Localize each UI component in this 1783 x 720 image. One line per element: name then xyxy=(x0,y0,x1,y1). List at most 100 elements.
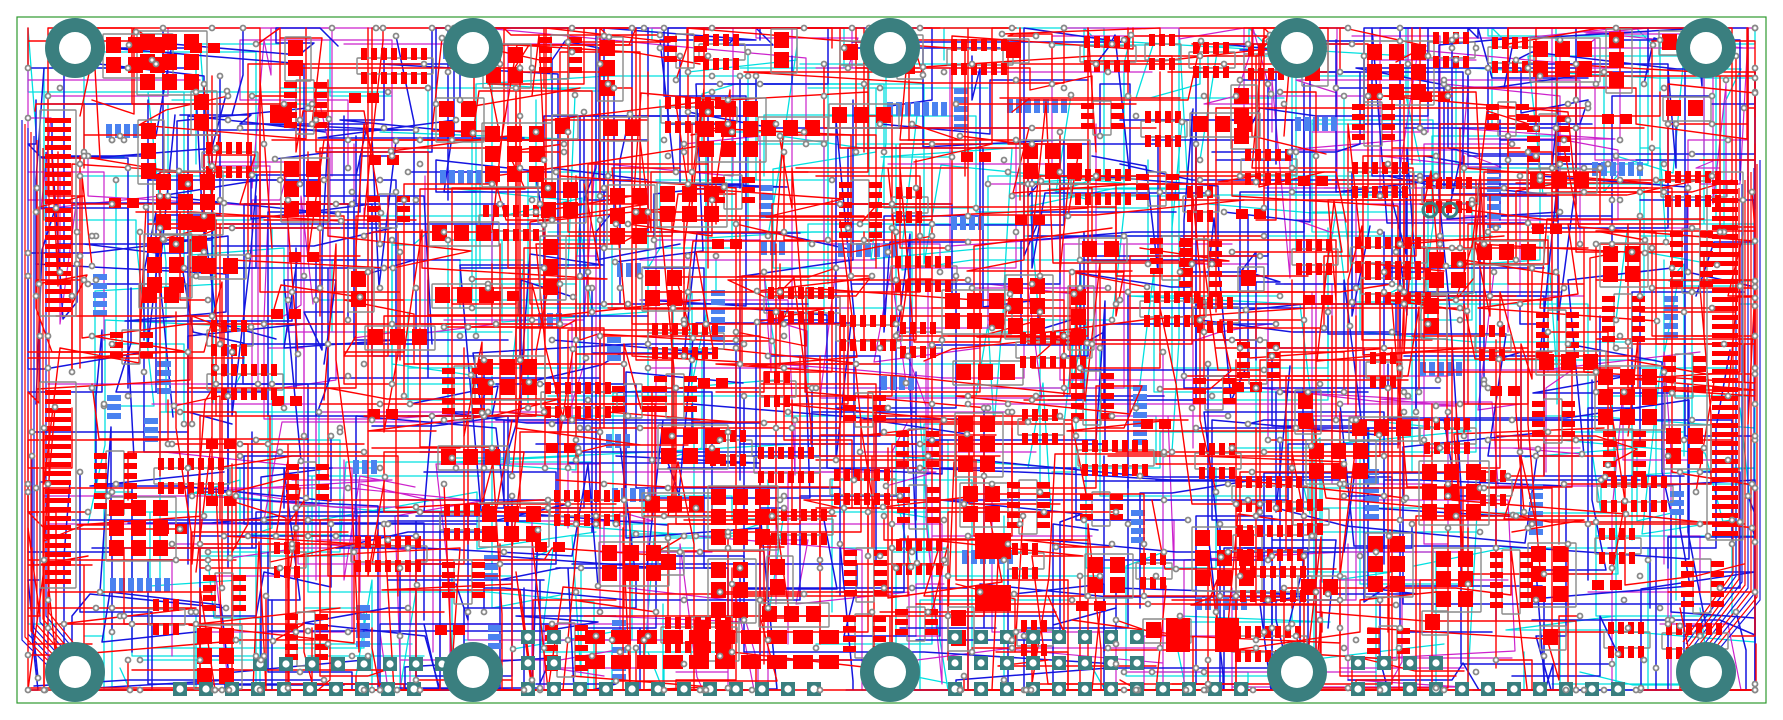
edge-connector-pad xyxy=(1712,324,1738,329)
bottom-trace xyxy=(387,579,545,691)
smd-pad xyxy=(1298,413,1313,429)
ic-pin-pad xyxy=(381,72,387,84)
ic-pin-pad xyxy=(1240,566,1246,578)
via-hole xyxy=(586,426,590,430)
via-hole xyxy=(1670,618,1674,622)
smd-pad xyxy=(128,57,143,73)
ic-pin-pad xyxy=(1050,332,1056,344)
via-hole xyxy=(304,496,308,500)
via-hole xyxy=(386,538,390,542)
edge-connector-pad xyxy=(45,507,71,512)
via-hole xyxy=(46,482,50,486)
via-hole xyxy=(704,688,708,692)
ic-pin-pad xyxy=(1237,342,1250,348)
via-hole xyxy=(378,466,382,470)
header-pin-hole xyxy=(1107,633,1115,641)
ic-pin-pad xyxy=(798,471,804,483)
via-hole xyxy=(474,334,478,338)
top-trace xyxy=(519,431,697,509)
ic-pin-pad xyxy=(675,617,681,629)
via-hole xyxy=(1442,688,1446,692)
ic-pin-pad xyxy=(1101,403,1114,409)
component-outline xyxy=(1535,350,1607,376)
bottom-pad xyxy=(1131,519,1145,525)
via-hole xyxy=(374,26,378,30)
via-hole xyxy=(1397,646,1401,650)
edge-connector-pad xyxy=(1712,378,1738,383)
edge-connector-pad xyxy=(1712,477,1738,482)
component-outline xyxy=(657,424,729,470)
ic-pin-pad xyxy=(604,490,610,502)
ic-pin-pad xyxy=(178,458,184,470)
ic-pin-pad xyxy=(1070,356,1076,368)
smd-pad xyxy=(1159,419,1171,429)
via-hole xyxy=(918,442,922,446)
bottom-pad xyxy=(144,418,158,424)
ic-pin-pad xyxy=(1700,251,1713,257)
via-hole xyxy=(950,155,954,159)
smd-pad xyxy=(1598,409,1613,425)
ic-pin-pad xyxy=(890,315,896,327)
header-pin-hole xyxy=(384,685,392,693)
ic-pin-pad xyxy=(1094,36,1100,48)
ic-pin-pad xyxy=(251,364,257,376)
smd-pad xyxy=(529,166,544,182)
bottom-pad xyxy=(1295,117,1301,131)
via-hole xyxy=(286,686,290,690)
ic-pin-pad xyxy=(1711,571,1724,577)
via-hole xyxy=(278,450,282,454)
ic-pin-pad xyxy=(784,371,790,383)
component-outline xyxy=(1594,365,1666,431)
edge-connector-pad xyxy=(45,244,71,249)
via-hole xyxy=(1750,190,1754,194)
ic-pin-pad xyxy=(1267,342,1280,348)
smd-pad xyxy=(564,443,576,453)
smd-pad xyxy=(109,500,124,516)
ic-pin-pad xyxy=(1031,644,1037,656)
via-hole xyxy=(1382,270,1386,274)
bottom-trace xyxy=(1587,295,1641,581)
ic-pin-pad xyxy=(198,458,204,470)
smd-pad xyxy=(1309,463,1324,479)
ic-pin-pad xyxy=(1602,336,1615,342)
via-hole xyxy=(227,491,231,495)
via-hole xyxy=(1670,391,1674,395)
via-hole xyxy=(842,506,846,510)
ic-pin-pad xyxy=(1352,114,1365,120)
smd-pad xyxy=(663,655,683,669)
top-trace xyxy=(675,103,873,218)
via-hole xyxy=(1466,582,1470,586)
edge-connector-pad xyxy=(45,408,71,413)
smd-pad xyxy=(989,293,1004,309)
via-hole xyxy=(550,218,554,222)
via-hole xyxy=(1086,594,1090,598)
ic-pin-pad xyxy=(1012,567,1018,579)
via-hole xyxy=(1010,26,1014,30)
via-hole xyxy=(161,26,165,30)
via-hole xyxy=(921,65,925,69)
ic-pin-pad xyxy=(1502,37,1508,49)
smd-pad xyxy=(743,101,758,117)
via-hole xyxy=(1098,346,1102,350)
smd-pad xyxy=(610,188,625,204)
smd-pad xyxy=(667,290,682,306)
ic-pin-pad xyxy=(1370,352,1376,364)
bottom-trace xyxy=(1402,431,1713,605)
via-hole xyxy=(1753,590,1757,594)
smd-pad xyxy=(435,287,450,303)
ic-pin-pad xyxy=(574,514,580,526)
smd-pad xyxy=(208,43,220,53)
ic-pin-pad xyxy=(1104,36,1110,48)
ic-pin-pad xyxy=(1715,195,1721,207)
bottom-trace xyxy=(1195,515,1337,685)
via-hole xyxy=(926,454,930,458)
ic-pin-pad xyxy=(391,72,397,84)
ic-pin-pad xyxy=(1492,37,1498,49)
bottom-pad xyxy=(93,310,107,316)
ic-pin-pad xyxy=(927,497,940,503)
smd-pad xyxy=(1000,364,1015,380)
ic-pin-pad xyxy=(730,454,736,466)
bottom-pad xyxy=(1007,99,1013,113)
ic-pin-pad xyxy=(1633,471,1646,477)
via-hole xyxy=(1230,250,1234,254)
